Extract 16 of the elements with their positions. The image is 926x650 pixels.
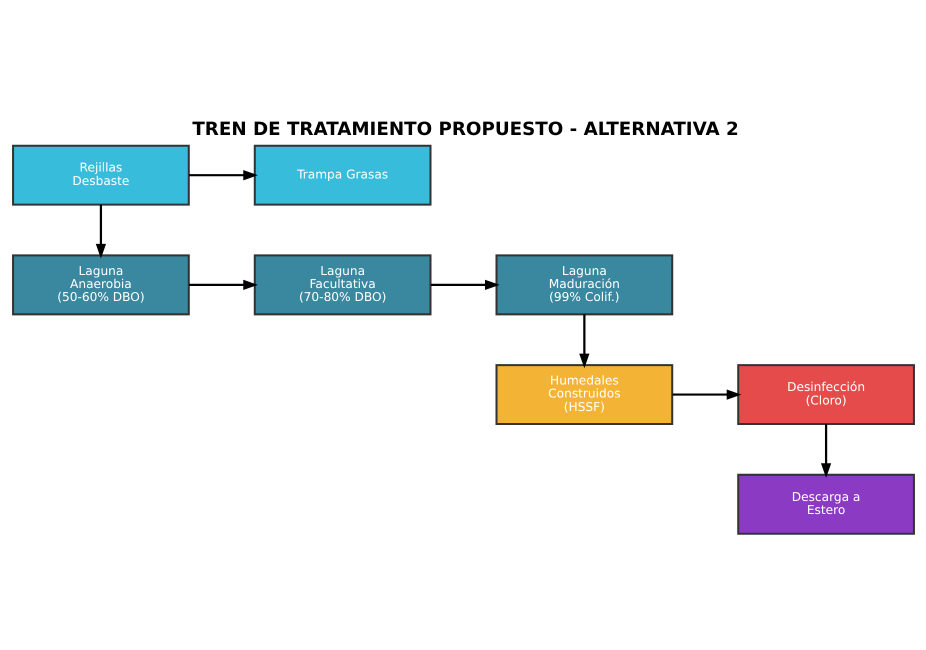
node-box: Laguna Anaerobia (50-60% DBO): [12, 254, 190, 315]
node-box: Laguna Facultativa (70-80% DBO): [253, 254, 431, 315]
arrow: [820, 424, 831, 478]
arrow: [188, 170, 258, 180]
arrow: [578, 314, 589, 368]
arrow: [430, 279, 500, 290]
node-box: Humedales Construidos (HSSF): [495, 364, 673, 425]
node-box: Descarga a Estero: [736, 473, 914, 534]
node-box: Trampa Grasas: [253, 144, 431, 206]
node-box: Desinfección (Cloro): [736, 364, 914, 425]
node-box: Rejillas Desbaste: [12, 144, 190, 206]
arrow: [672, 388, 741, 400]
arrow: [95, 204, 106, 258]
node-box: Laguna Maduración (99% Colif.): [495, 254, 673, 315]
arrow: [188, 279, 258, 290]
diagram-title: TREN DE TRATAMIENTO PROPUESTO - ALTERNATIVA 2: [192, 118, 738, 140]
